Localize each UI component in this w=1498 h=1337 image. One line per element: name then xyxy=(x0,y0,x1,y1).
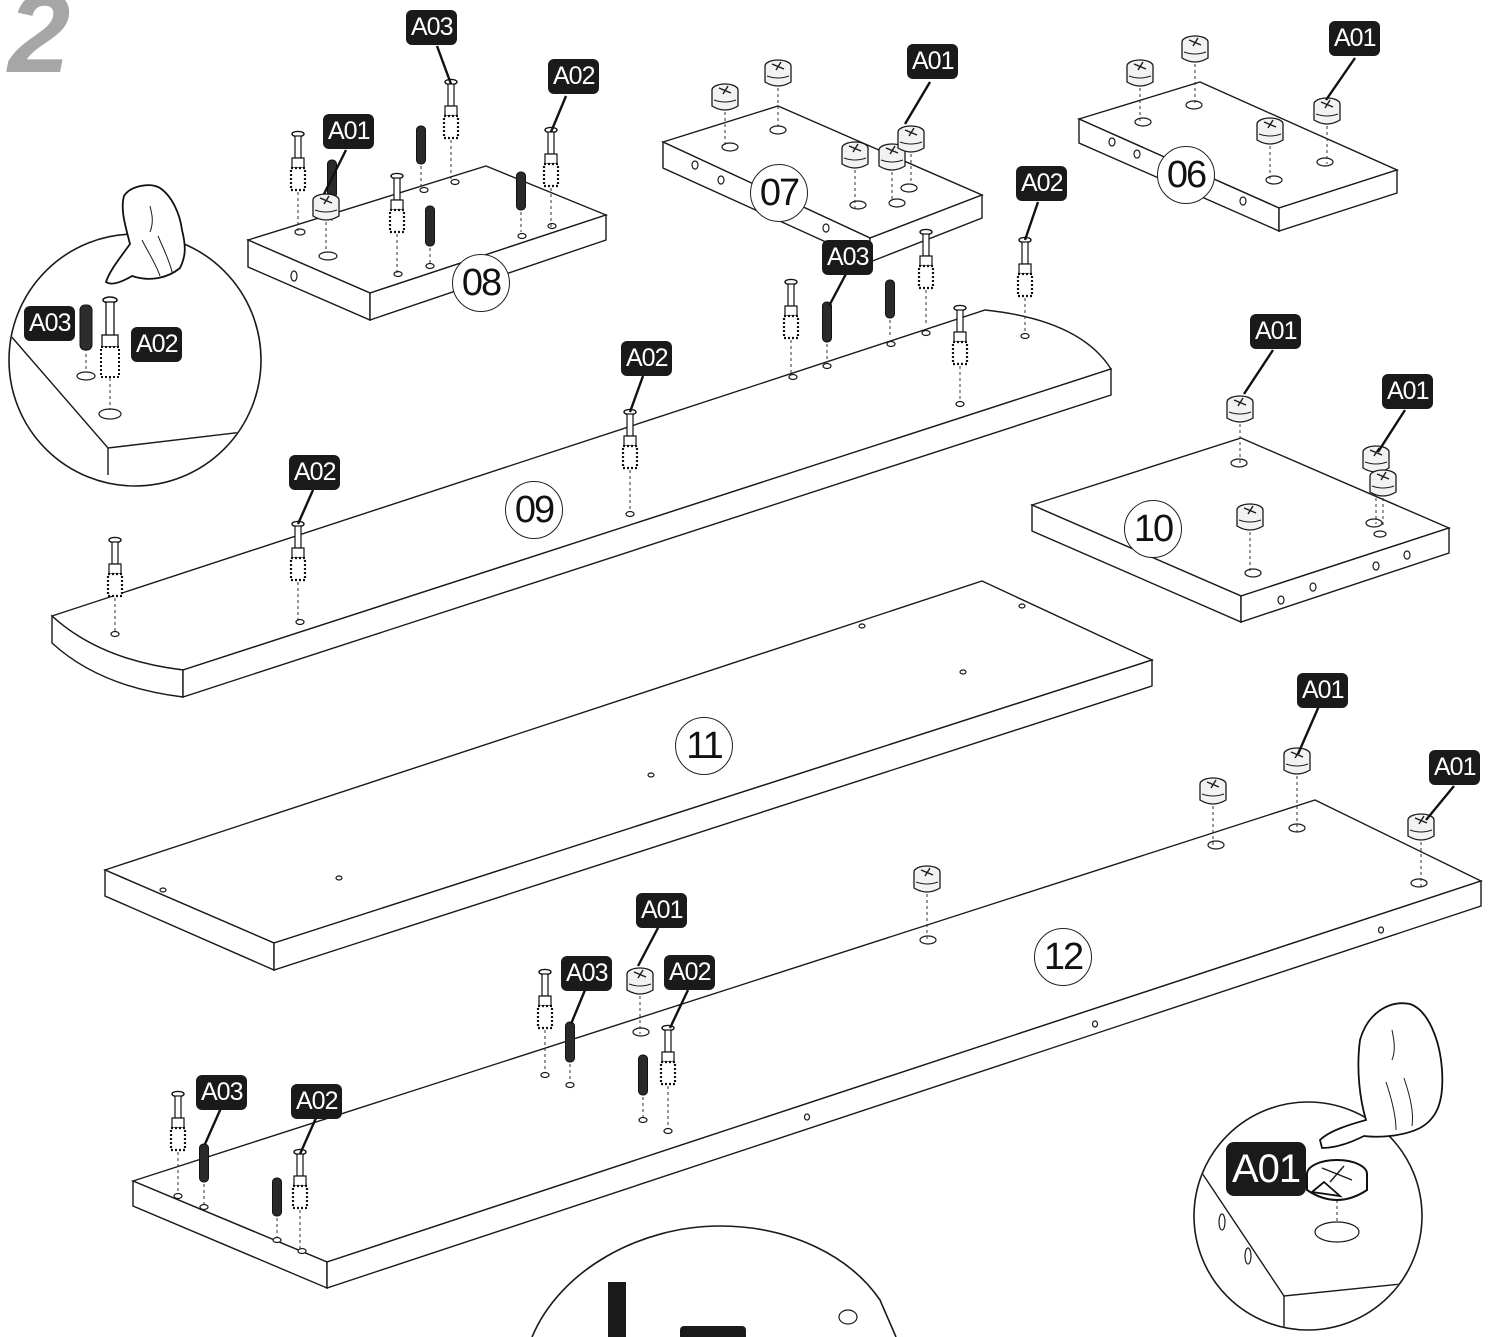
hand-pointing-icon xyxy=(104,184,186,285)
step-number: 2 xyxy=(8,0,71,96)
cam-lock-icon xyxy=(626,967,654,995)
cam-bolt-icon xyxy=(542,126,560,188)
cam-bolt-icon xyxy=(1016,236,1034,298)
panel-label-07: 07 xyxy=(750,164,808,222)
panel-12-board xyxy=(130,799,1483,1290)
part-tag-a03: A03 xyxy=(24,306,76,341)
hardware-layer xyxy=(106,35,1435,1250)
part-tag-a01: A01 xyxy=(1429,750,1481,785)
part-tag-a03: A03 xyxy=(561,956,613,991)
cam-bolt-icon xyxy=(169,1090,187,1152)
cam-lock-icon xyxy=(1306,1159,1368,1201)
cam-bolt-icon xyxy=(659,1024,677,1086)
cam-lock-icon xyxy=(711,83,739,111)
cam-lock-icon xyxy=(1181,35,1209,63)
cam-lock-icon xyxy=(312,193,340,221)
dowel-icon xyxy=(638,1054,648,1096)
cam-bolt-icon xyxy=(289,130,307,192)
cam-lock-icon xyxy=(1126,59,1154,87)
cam-lock-icon xyxy=(841,141,869,169)
panel-label-12: 12 xyxy=(1034,928,1092,986)
part-tag-a01: A01 xyxy=(323,114,375,149)
part-tag-a01: A01 xyxy=(636,893,688,928)
cam-lock-icon xyxy=(913,865,941,893)
panel-label-10: 10 xyxy=(1124,500,1182,558)
cam-bolt-icon xyxy=(536,968,554,1030)
part-tag-a01: A01 xyxy=(907,44,959,79)
cam-lock-icon xyxy=(1369,469,1397,497)
cam-bolt-icon xyxy=(442,78,460,140)
dowel-icon xyxy=(199,1143,209,1183)
cam-bolt-icon xyxy=(289,520,307,582)
panel-label-08: 08 xyxy=(452,254,510,312)
part-tag-a02: A02 xyxy=(1016,166,1068,201)
cam-lock-icon xyxy=(897,125,925,153)
part-tag-a03: A03 xyxy=(822,240,874,275)
cam-lock-icon xyxy=(1407,813,1435,841)
cam-lock-icon xyxy=(1283,747,1311,775)
part-tag-a02: A02 xyxy=(289,455,341,490)
part-tag-a01: A01 xyxy=(1382,374,1434,409)
dowel-icon xyxy=(885,279,895,319)
part-tag-a01: A01 xyxy=(1329,21,1381,56)
cam-bolt-icon xyxy=(388,172,406,234)
part-tag-a03: A03 xyxy=(196,1075,248,1110)
cam-lock-icon xyxy=(1256,117,1284,145)
dowel-icon xyxy=(565,1021,575,1063)
panel-06-board xyxy=(1077,81,1399,233)
part-tag-a01: A01 xyxy=(1297,673,1349,708)
dowel-icon xyxy=(608,1282,626,1337)
cam-lock-icon xyxy=(1236,503,1264,531)
dowel-icon xyxy=(79,304,93,351)
cam-lock-icon xyxy=(1362,445,1390,473)
dowel-icon xyxy=(822,301,832,343)
cam-bolt-icon xyxy=(917,228,935,290)
dowel-icon xyxy=(425,205,435,247)
panel-11-board xyxy=(103,580,1154,972)
part-tag-a03: A03 xyxy=(406,10,458,45)
dowel-icon xyxy=(516,171,526,211)
cam-lock-icon xyxy=(1226,395,1254,423)
panel-label-11: 11 xyxy=(675,717,733,775)
part-tag-a02: A02 xyxy=(548,59,600,94)
detail-circle-bottom xyxy=(531,1225,897,1337)
cam-bolt-icon xyxy=(782,278,800,340)
cam-bolt-icon xyxy=(621,408,639,470)
part-tag-a02: A02 xyxy=(621,341,673,376)
leader-lines xyxy=(203,45,1455,1155)
part-tag-a01-detail: A01 xyxy=(1226,1142,1307,1196)
cam-lock-icon xyxy=(764,59,792,87)
panel-07-board xyxy=(661,105,984,264)
part-tag-a02: A02 xyxy=(131,327,183,362)
dowel-icon xyxy=(416,125,426,165)
panel-label-06: 06 xyxy=(1157,146,1215,204)
cam-bolt-icon xyxy=(100,296,120,378)
cam-lock-icon xyxy=(1199,777,1227,805)
cam-bolt-icon xyxy=(106,536,124,598)
part-tag-a02: A02 xyxy=(664,955,716,990)
part-tag-a02: A02 xyxy=(291,1084,343,1119)
cam-bolt-icon xyxy=(951,304,969,366)
hand-pointing-icon xyxy=(1319,1002,1444,1149)
panel-09-board xyxy=(50,309,1113,698)
panel-label-09: 09 xyxy=(505,481,563,539)
part-tag-a01: A01 xyxy=(1250,314,1302,349)
cam-lock-icon xyxy=(1313,97,1341,125)
dowel-icon xyxy=(272,1177,282,1217)
